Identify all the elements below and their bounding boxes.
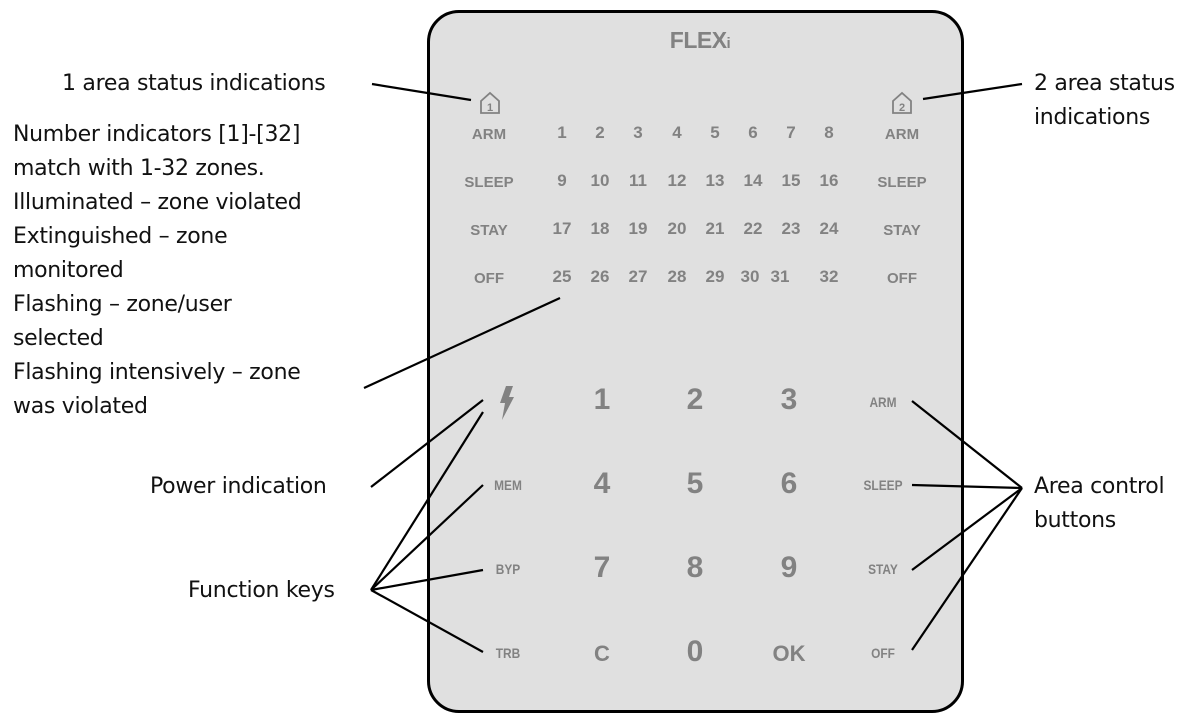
zone-indicator-1: 1 [557, 123, 567, 142]
mem-key[interactable]: MEM [494, 477, 522, 493]
keypad-device-panel [427, 10, 964, 713]
zone-indicator-5: 5 [710, 123, 720, 142]
key-0[interactable]: 0 [686, 635, 704, 668]
power-lightning-icon [500, 386, 514, 420]
key-7[interactable]: 7 [593, 551, 611, 584]
key-c[interactable]: C [594, 641, 610, 666]
callout-power-indication: Power indication [150, 474, 327, 499]
zone-indicator-32: 32 [819, 267, 839, 286]
zone-indicator-30: 30 [740, 267, 760, 286]
key-8[interactable]: 8 [686, 551, 704, 584]
callout-area-control-line2: buttons [1034, 508, 1116, 533]
callout-zones-line: Flashing – zone/user [13, 292, 232, 317]
zone-indicator-24: 24 [819, 219, 839, 238]
zone-indicator-18: 18 [590, 219, 610, 238]
zone-indicator-15: 15 [781, 171, 801, 190]
area-2-house-icon: 2 [892, 91, 912, 114]
zone-indicator-2: 2 [595, 123, 605, 142]
zone-indicator-19: 19 [628, 219, 648, 238]
zone-indicator-23: 23 [781, 219, 801, 238]
zone-indicator-14: 14 [743, 171, 763, 190]
zone-indicator-11: 11 [629, 171, 647, 190]
zone-indicator-31: 31 [770, 267, 790, 286]
zone-indicator-16: 16 [819, 171, 839, 190]
zone-indicator-27: 27 [628, 267, 648, 286]
area-1-house-icon: 1 [480, 91, 500, 114]
key-2[interactable]: 2 [686, 383, 704, 416]
callout-area2-line1: 2 area status [1034, 71, 1175, 96]
zone-indicator-3: 3 [633, 123, 643, 142]
zone-indicator-12: 12 [667, 171, 687, 190]
off-button[interactable]: OFF [871, 645, 895, 661]
zone-indicator-29: 29 [705, 267, 725, 286]
area2-sleep-indicator: SLEEP [877, 174, 927, 191]
callout-area-control-line1: Area control [1034, 474, 1165, 499]
callout-zone-indicators: Number indicators [1]-[32] match with 1-… [13, 118, 302, 424]
callout-zones-line: Number indicators [1]-[32] [13, 122, 301, 147]
callout-zones-line: was violated [13, 394, 148, 419]
area2-off-indicator: OFF [887, 270, 917, 287]
key-9[interactable]: 9 [780, 551, 798, 584]
callout-zones-line: match with 1-32 zones. [13, 156, 265, 181]
callout-zones-line: Illuminated – zone violated [13, 190, 302, 215]
area1-off-indicator: OFF [474, 270, 504, 287]
brand-logo: FLEXi [630, 27, 770, 54]
area-2-number: 2 [899, 102, 905, 114]
key-ok[interactable]: OK [772, 641, 806, 666]
trb-key[interactable]: TRB [495, 645, 521, 661]
key-4[interactable]: 4 [593, 467, 611, 500]
zone-indicator-7: 7 [786, 123, 796, 142]
callout-zones-line: selected [13, 326, 104, 351]
brand-name: FLEX [669, 27, 727, 53]
zone-indicator-26: 26 [590, 267, 610, 286]
zone-indicator-21: 21 [705, 219, 725, 238]
zone-indicator-8: 8 [824, 123, 834, 142]
zone-indicator-13: 13 [705, 171, 725, 190]
key-1[interactable]: 1 [593, 383, 611, 416]
zone-indicator-4: 4 [672, 123, 682, 142]
zone-indicator-10: 10 [590, 171, 610, 190]
key-5[interactable]: 5 [686, 467, 704, 500]
callout-function-keys: Function keys [188, 578, 335, 603]
zone-indicator-22: 22 [743, 219, 763, 238]
callout-area2-line2: indications [1034, 105, 1151, 130]
brand-suffix: i [726, 35, 731, 52]
area1-arm-indicator: ARM [471, 126, 507, 143]
area2-stay-indicator: STAY [883, 222, 921, 239]
zone-indicator-20: 20 [667, 219, 687, 238]
callout-zones-line: monitored [13, 258, 124, 283]
callout-area2-status: 2 area status indications [1034, 67, 1175, 135]
area-1-number: 1 [487, 102, 493, 114]
byp-key[interactable]: BYP [495, 561, 521, 577]
area2-arm-indicator: ARM [884, 126, 920, 143]
zone-indicator-28: 28 [667, 267, 687, 286]
callout-zones-line: Flashing intensively – zone [13, 360, 301, 385]
key-3[interactable]: 3 [780, 383, 798, 416]
area1-stay-indicator: STAY [470, 222, 508, 239]
zone-indicator-9: 9 [557, 171, 567, 190]
callout-area-control: Area control buttons [1034, 470, 1165, 538]
zone-indicator-6: 6 [748, 123, 758, 142]
arm-button[interactable]: ARM [869, 394, 897, 410]
stay-button[interactable]: STAY [868, 561, 898, 577]
sleep-button[interactable]: SLEEP [863, 477, 903, 493]
callout-zones-line: Extinguished – zone [13, 224, 228, 249]
key-6[interactable]: 6 [780, 467, 798, 500]
callout-area1-status: 1 area status indications [62, 71, 326, 96]
zone-indicator-25: 25 [552, 267, 572, 286]
area1-sleep-indicator: SLEEP [464, 174, 514, 191]
zone-indicator-17: 17 [552, 219, 572, 238]
